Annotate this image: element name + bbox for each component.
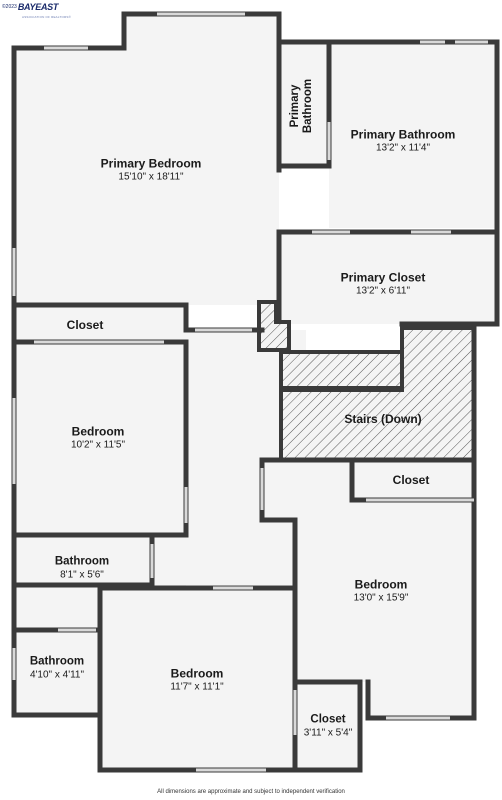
label-bedroom-left: Bedroom 10'2" x 11'5" xyxy=(71,425,125,452)
room-name: Closet xyxy=(310,713,346,726)
room-name: Bathroom xyxy=(54,555,110,568)
room-dimensions: 13'2" x 6'11" xyxy=(355,285,411,297)
label-primary-closet: Primary Closet 13'2" x 6'11" xyxy=(341,271,426,298)
room-dimensions: 15'10" x 18'11" xyxy=(118,171,184,183)
room-dimensions: 13'2" x 11'4" xyxy=(375,142,431,154)
label-bathroom-lower: Bathroom 4'10" x 4'11" xyxy=(30,655,84,682)
logo-tagline: ASSOCIATION OF REALTORS® xyxy=(22,15,72,19)
room-name: Bedroom xyxy=(170,666,224,681)
label-bathroom-upper: Bathroom 8'1" x 5'6" xyxy=(55,555,109,582)
stairs-upper-block xyxy=(279,326,476,462)
floor-primary-closet xyxy=(279,232,497,324)
label-primary-bedroom: Primary Bedroom 15'10" x 18'11" xyxy=(101,157,202,184)
room-name: Stairs (Down) xyxy=(344,412,422,426)
label-closet-left: Closet xyxy=(67,318,104,332)
wall-bedroom-bottom-edge xyxy=(11,302,189,333)
room-dimensions: 13'0" x 15'9" xyxy=(353,592,409,604)
logo-brand: BAYEAST xyxy=(17,2,59,12)
room-name: Bedroom xyxy=(71,424,125,439)
room-name: Bedroom xyxy=(354,577,408,592)
stairs-corner xyxy=(257,300,291,352)
room-name: Primary Closet xyxy=(340,270,426,285)
label-bedroom-right: Bedroom 13'0" x 15'9" xyxy=(354,578,409,605)
wall-primary-closet xyxy=(276,229,500,327)
room-name-line1: Primary xyxy=(289,84,301,128)
room-name: Primary Bedroom xyxy=(100,156,202,171)
room-dimensions: 8'1" x 5'6" xyxy=(60,569,104,581)
wall-primary-bath-small xyxy=(276,39,332,169)
wall-bedroom-bottom xyxy=(97,585,298,773)
floor-bedroom-right xyxy=(262,462,474,718)
label-primary-bathroom-small: Primary Bathroom xyxy=(289,79,315,133)
wall-bedroom-left-right xyxy=(11,339,189,538)
label-primary-bathroom: Primary Bathroom 13'2" x 11'4" xyxy=(351,128,456,155)
room-dimensions: 11'7" x 11'1" xyxy=(170,681,224,693)
label-bedroom-bottom: Bedroom 11'7" x 11'1" xyxy=(170,667,223,694)
stairs-landing xyxy=(279,350,404,390)
label-stairs: Stairs (Down) xyxy=(344,412,421,426)
room-dimensions: 3'11" x 5'4" xyxy=(303,727,353,739)
logo-copyright: ©2023 xyxy=(2,4,17,10)
wall-closet-bottom xyxy=(292,679,363,773)
windows xyxy=(12,12,488,772)
room-name: Bathroom xyxy=(29,655,85,668)
label-closet-right: Closet xyxy=(393,473,430,487)
brand-logo: ©2023BAYEAST ASSOCIATION OF REALTORS® xyxy=(2,2,71,22)
floor-primary-bathroom xyxy=(329,42,497,228)
room-dimensions: 10'2" x 11'5" xyxy=(70,439,126,451)
floor-primary-bedroom xyxy=(14,14,279,305)
label-closet-bottom: Closet 3'11" x 5'4" xyxy=(304,713,353,740)
room-name: Closet xyxy=(66,318,104,332)
room-dimensions: 4'10" x 4'11" xyxy=(29,669,85,681)
room-name: Primary Bathroom xyxy=(350,127,456,142)
wall-bedroom-right xyxy=(259,457,477,721)
floor-bedroom-bottom xyxy=(100,588,295,770)
disclaimer-footer: All dimensions are approximate and subje… xyxy=(157,789,345,795)
floor-closet-right xyxy=(352,462,474,500)
room-name-line2: Bathroom xyxy=(302,78,314,134)
room-name: Closet xyxy=(392,473,430,487)
floor-primary-bath-small xyxy=(279,42,329,166)
floor-closet-bottom xyxy=(295,682,360,770)
